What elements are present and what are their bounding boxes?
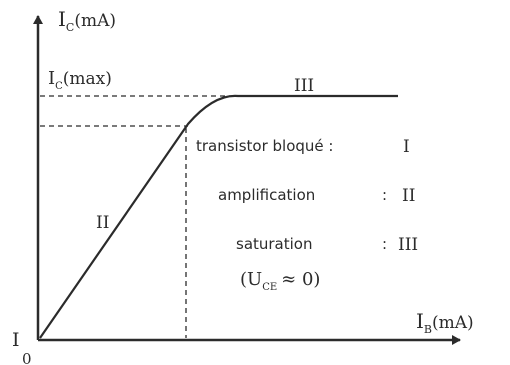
legend-amplification-roman: II (402, 186, 415, 206)
y-axis-label-main: I (58, 7, 66, 31)
legend-uce-sub: CE (262, 282, 277, 293)
legend-uce-rest: ≈ 0) (281, 269, 320, 290)
legend-saturation-text: saturation (236, 235, 313, 253)
legend-amplification-colon: : (382, 186, 387, 204)
legend-saturation-colon: : (382, 235, 387, 253)
legend-amplification-text: amplification (218, 186, 315, 204)
ic-max-label-rest: (max) (63, 69, 112, 89)
x-axis-label-main: I (416, 309, 424, 333)
legend-blocked-roman: I (403, 137, 410, 157)
linear-region-label: II (96, 213, 109, 233)
legend-uce-open: (U (240, 269, 262, 290)
origin-region-label: I (12, 329, 20, 351)
characteristic-curve (39, 94, 398, 339)
y-axis-label-unit: (mA) (74, 11, 116, 31)
y-axis-label-sub: C (66, 21, 74, 34)
svg-text:IC(mA): IC(mA) (58, 7, 116, 34)
legend-saturation-roman: III (398, 235, 418, 255)
legend-blocked-text: transistor bloqué : (196, 137, 333, 155)
x-axis-label-unit: (mA) (432, 313, 474, 333)
x-axis-label-sub: B (424, 323, 432, 336)
origin-label: 0 (22, 350, 32, 365)
saturation-region-label: III (294, 76, 314, 96)
svg-text:IC(max): IC(max) (48, 68, 112, 92)
ic-max-label-sub: C (55, 81, 63, 92)
svg-text:(UCE≈ 0): (UCE ≈ 0) (240, 269, 320, 293)
svg-text:IB(mA): IB(mA) (416, 309, 474, 336)
ic-max-label-main: I (48, 68, 55, 89)
